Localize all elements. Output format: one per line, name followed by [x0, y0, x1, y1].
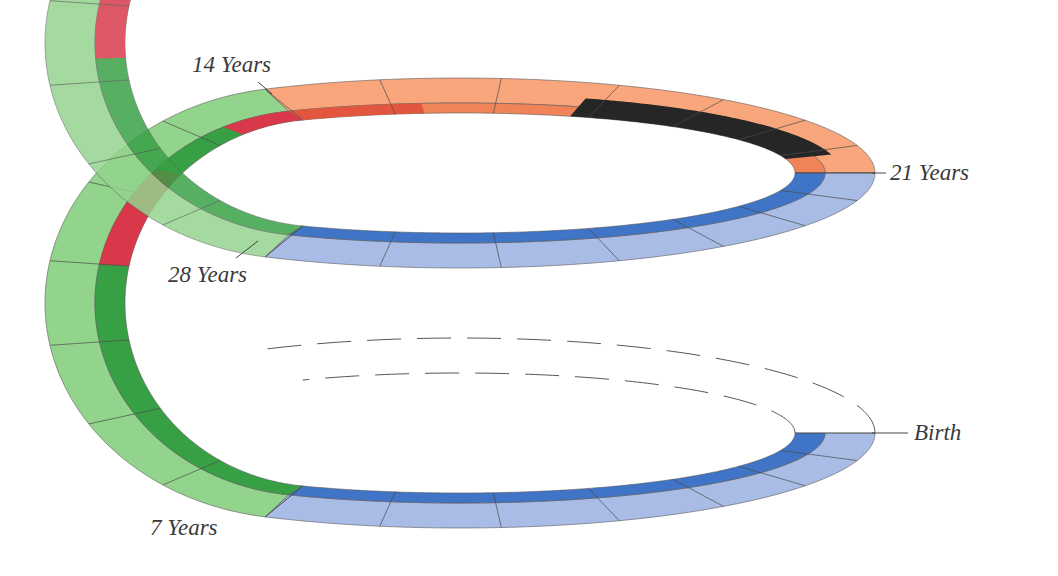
year-tick: [795, 173, 875, 174]
year-tick: [163, 460, 220, 484]
year-tick: [781, 190, 858, 200]
band-stripe: [289, 103, 825, 173]
age-label: 28 Years: [168, 262, 247, 288]
band-accent: [289, 103, 425, 120]
band-face: [265, 78, 875, 173]
band-accent: [570, 98, 831, 159]
year-tick: [739, 466, 806, 485]
age-label: Birth: [914, 420, 961, 446]
age-band: [265, 433, 875, 528]
leader-line: [872, 173, 886, 174]
year-tick: [50, 1, 129, 6]
year-tick: [589, 228, 620, 260]
age-band: [265, 78, 875, 173]
band-stripe: [289, 173, 825, 243]
band-accent: [95, 0, 144, 58]
band-face: [265, 173, 875, 268]
year-tick: [795, 433, 875, 434]
year-tick: [673, 100, 724, 127]
year-tick: [589, 85, 620, 117]
band-stripe: [95, 0, 303, 235]
year-tick: [50, 261, 129, 266]
age-label: 21 Years: [890, 160, 969, 186]
year-tick: [380, 80, 395, 114]
hidden-loop-edge: [303, 373, 795, 433]
year-tick: [781, 450, 858, 460]
year-tick: [265, 226, 303, 257]
year-tick: [50, 80, 129, 85]
band-stripe: [289, 433, 825, 503]
age-label: 7 Years: [150, 515, 218, 541]
year-tick: [265, 486, 303, 517]
age-label: 14 Years: [192, 52, 271, 78]
hidden-loop-edge: [265, 338, 875, 433]
year-tick: [163, 121, 220, 145]
year-tick: [493, 233, 501, 268]
year-tick: [673, 219, 724, 246]
year-tick: [493, 493, 501, 528]
year-tick: [589, 488, 620, 520]
year-tick: [50, 340, 129, 345]
year-tick: [265, 89, 303, 120]
age-band: [265, 173, 875, 268]
year-tick: [89, 148, 161, 164]
leader-line: [872, 433, 908, 434]
year-tick: [380, 492, 395, 526]
leader-line: [258, 82, 272, 94]
year-tick: [673, 479, 724, 506]
year-tick: [380, 232, 395, 266]
year-tick: [89, 408, 161, 424]
band-accent: [223, 111, 302, 134]
leader-line: [236, 241, 258, 258]
year-tick: [163, 200, 220, 224]
age-band: [45, 0, 303, 257]
year-tick: [781, 145, 858, 155]
year-tick: [739, 120, 806, 139]
year-tick: [493, 78, 501, 113]
band-face: [265, 433, 875, 528]
year-tick: [739, 206, 806, 225]
